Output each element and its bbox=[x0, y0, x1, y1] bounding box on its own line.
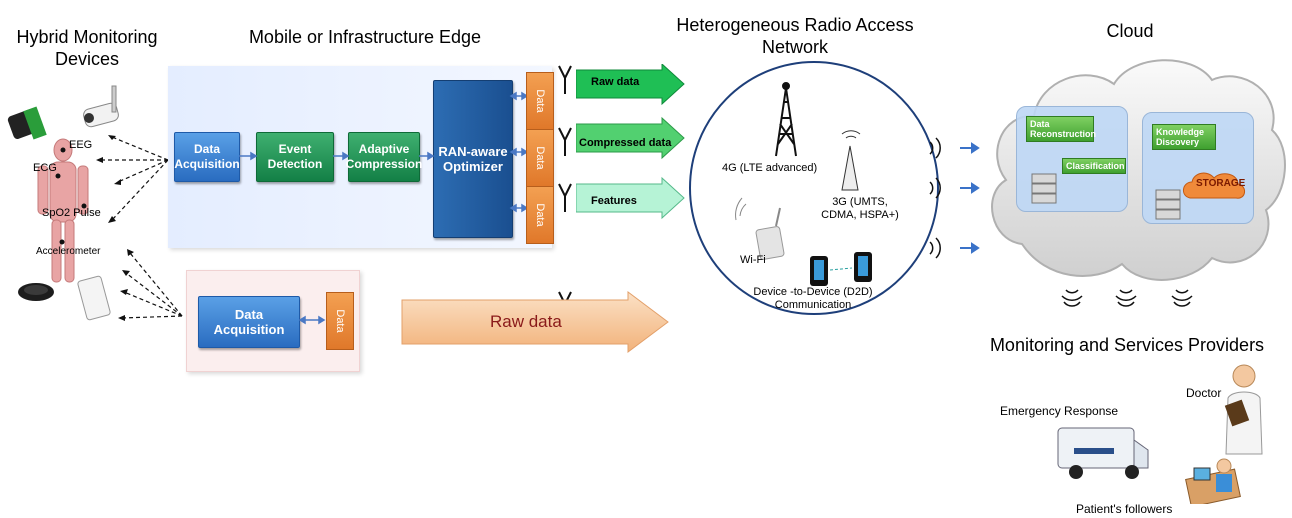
header-cloud: Cloud bbox=[1106, 21, 1154, 41]
patient-followers-icon bbox=[1185, 458, 1241, 504]
server-icon bbox=[1155, 189, 1181, 220]
label-3g: 3G (UMTS, CDMA, HSPA+) bbox=[821, 196, 899, 221]
classification-label: Classification bbox=[1062, 158, 1126, 174]
event-detection-block: Event Detection bbox=[256, 132, 334, 182]
raw-data-big-arrow bbox=[401, 291, 669, 353]
compressed-data-label: Compressed data bbox=[579, 137, 672, 149]
raw-data-label: Raw data bbox=[591, 76, 640, 88]
monitoring-devices-illustration bbox=[7, 85, 183, 321]
camera-icon bbox=[83, 85, 119, 128]
data-acquisition-block: Data Acquisition bbox=[174, 132, 240, 182]
uplink-signals bbox=[929, 137, 980, 259]
data-acquisition-block-basic: Data Acquisition bbox=[198, 296, 300, 348]
label-spo2: SpO2 Pulse bbox=[42, 207, 101, 219]
downlink-signals bbox=[1061, 289, 1193, 307]
label-d2d: Device -to-Device (D2D) Communication bbox=[753, 286, 873, 311]
features-label: Features bbox=[591, 195, 637, 207]
ambulance-icon bbox=[1057, 427, 1149, 479]
raw-data-big-label: Raw data bbox=[490, 312, 562, 331]
header-ran: Heterogeneous Radio Access Network bbox=[676, 15, 914, 57]
data-tab-2: Data bbox=[526, 129, 554, 187]
edge-connectors bbox=[239, 91, 529, 213]
label-ecg: ECG bbox=[33, 162, 57, 174]
knowledge-discovery-label: Knowledge Discovery bbox=[1152, 124, 1216, 150]
data-tab-basic: Data bbox=[326, 292, 354, 350]
wifi-router-icon bbox=[735, 197, 785, 260]
cell-tower-icon bbox=[775, 82, 797, 157]
stream-arrows bbox=[576, 64, 685, 220]
3g-antenna-icon bbox=[841, 130, 861, 191]
label-eeg: EEG bbox=[69, 139, 93, 151]
antenna-icon bbox=[558, 183, 572, 212]
label-wifi: Wi-Fi bbox=[740, 254, 766, 266]
followers-label: Patient's followers bbox=[1076, 502, 1173, 516]
emergency-label: Emergency Response bbox=[1000, 404, 1119, 418]
doctor-label: Doctor bbox=[1186, 386, 1222, 400]
storage-label: STORAGE bbox=[1196, 178, 1246, 189]
fitness-band-icon bbox=[18, 283, 54, 301]
header-edge: Mobile or Infrastructure Edge bbox=[248, 27, 482, 47]
adaptive-compression-block: Adaptive Compression bbox=[346, 132, 422, 182]
label-accelerometer: Accelerometer bbox=[36, 246, 101, 257]
header-hybrid-devices: Hybrid Monitoring Devices bbox=[16, 27, 158, 69]
storage-cloud-icon bbox=[1183, 172, 1245, 199]
label-4g: 4G (LTE advanced) bbox=[722, 162, 818, 174]
pulse-oximeter-icon bbox=[77, 275, 111, 321]
ran-aware-optimizer-block: RAN-aware Optimizer bbox=[433, 80, 513, 238]
d2d-phones-icon bbox=[810, 252, 872, 286]
data-tab-3: Data bbox=[526, 186, 554, 244]
basic-connector bbox=[298, 315, 326, 325]
antenna-icon bbox=[558, 127, 572, 156]
header-providers: Monitoring and Services Providers bbox=[989, 335, 1265, 355]
server-icon bbox=[1031, 173, 1057, 204]
antenna-icon bbox=[558, 65, 572, 94]
smartwatch-icon bbox=[7, 106, 47, 140]
ran-network-illustration bbox=[689, 61, 939, 315]
data-reconstruction-label: Data Reconstruction bbox=[1026, 116, 1096, 142]
doctor-icon bbox=[1224, 364, 1263, 455]
